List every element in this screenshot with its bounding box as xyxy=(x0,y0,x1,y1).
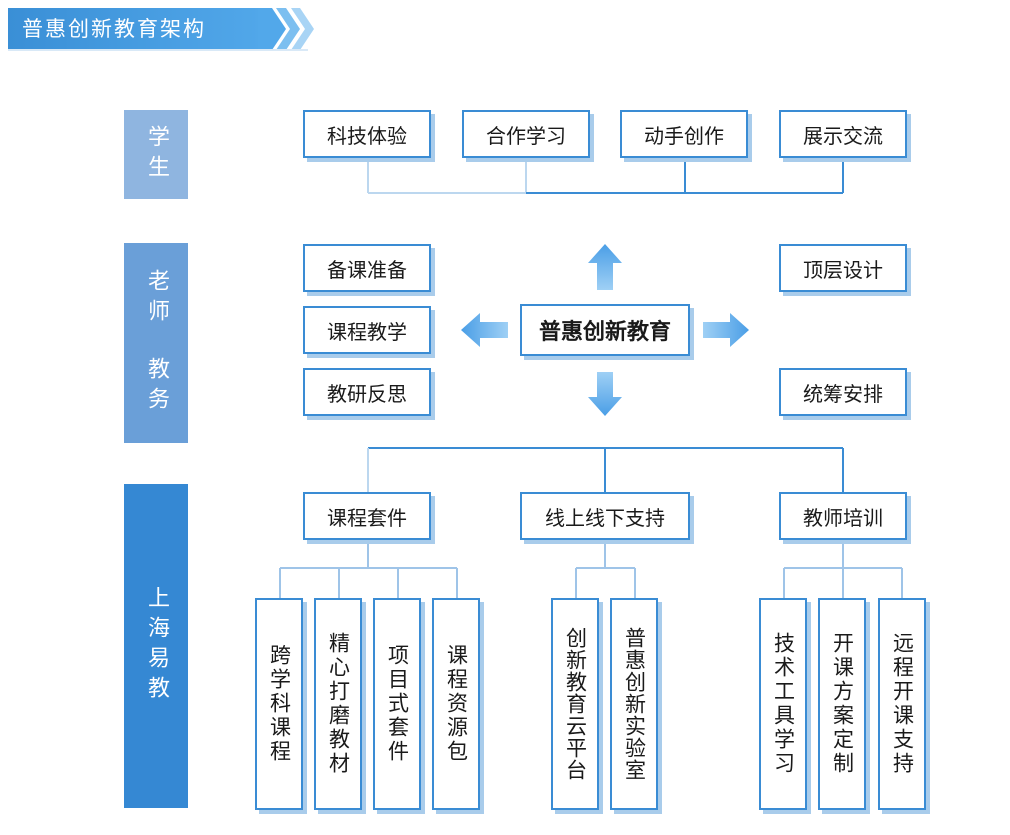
section-admin-label: 教务 xyxy=(144,357,169,417)
online-offline-child-label: 创新教育云平台 xyxy=(563,627,588,781)
student-item-show-exchange: 展示交流 xyxy=(779,110,907,158)
course-kit-child-label: 课程资源包 xyxy=(444,644,469,764)
arrow-down-icon xyxy=(588,372,622,416)
course-kit-child: 项目式套件 xyxy=(373,598,421,810)
teacher-item-prepare: 备课准备 xyxy=(303,244,431,292)
company-item-online-offline: 线上线下支持 xyxy=(520,492,690,540)
section-teacher: 老师 教务 xyxy=(124,243,188,443)
student-connectors xyxy=(367,158,843,194)
course-kit-child-label: 项目式套件 xyxy=(385,644,410,764)
online-offline-child-label: 普惠创新实验室 xyxy=(622,627,647,781)
company-item-course-kit: 课程套件 xyxy=(303,492,431,540)
teacher-training-child: 技术工具学习 xyxy=(759,598,807,810)
admin-item-top-design: 顶层设计 xyxy=(779,244,907,292)
section-teacher-label: 老师 xyxy=(144,269,169,329)
arrow-up-icon xyxy=(588,244,622,290)
teacher-training-child: 开课方案定制 xyxy=(818,598,866,810)
teacher-item-teaching: 课程教学 xyxy=(303,306,431,354)
course-kit-child: 精心打磨教材 xyxy=(314,598,362,810)
chevron-decoration-icon xyxy=(258,8,314,50)
admin-item-coordination: 统筹安排 xyxy=(779,368,907,416)
online-offline-child: 普惠创新实验室 xyxy=(610,598,658,810)
teacher-item-reflection: 教研反思 xyxy=(303,368,431,416)
teacher-training-child: 远程开课支持 xyxy=(878,598,926,810)
arrow-right-icon xyxy=(703,313,749,347)
student-item-tech-experience: 科技体验 xyxy=(303,110,431,158)
company-item-teacher-training: 教师培训 xyxy=(779,492,907,540)
teacher-training-child-label: 远程开课支持 xyxy=(890,632,915,776)
section-company: 上海易教 xyxy=(124,484,188,808)
teacher-training-child-label: 技术工具学习 xyxy=(771,632,796,776)
header-underline xyxy=(8,49,308,51)
page-title: 普惠创新教育架构 xyxy=(8,8,270,50)
course-kit-child: 跨学科课程 xyxy=(255,598,303,810)
online-offline-child: 创新教育云平台 xyxy=(551,598,599,810)
section-company-label: 上海易教 xyxy=(144,586,169,706)
center-node: 普惠创新教育 xyxy=(520,304,690,356)
student-item-hands-on-creation: 动手创作 xyxy=(620,110,748,158)
course-kit-child-label: 跨学科课程 xyxy=(267,644,292,764)
teacher-training-child-label: 开课方案定制 xyxy=(830,632,855,776)
section-student-label: 学生 xyxy=(144,124,169,185)
arrow-left-icon xyxy=(461,313,508,347)
course-kit-child: 课程资源包 xyxy=(432,598,480,810)
course-kit-child-label: 精心打磨教材 xyxy=(326,632,351,776)
section-student: 学生 xyxy=(124,110,188,199)
student-item-cooperative-learning: 合作学习 xyxy=(462,110,590,158)
